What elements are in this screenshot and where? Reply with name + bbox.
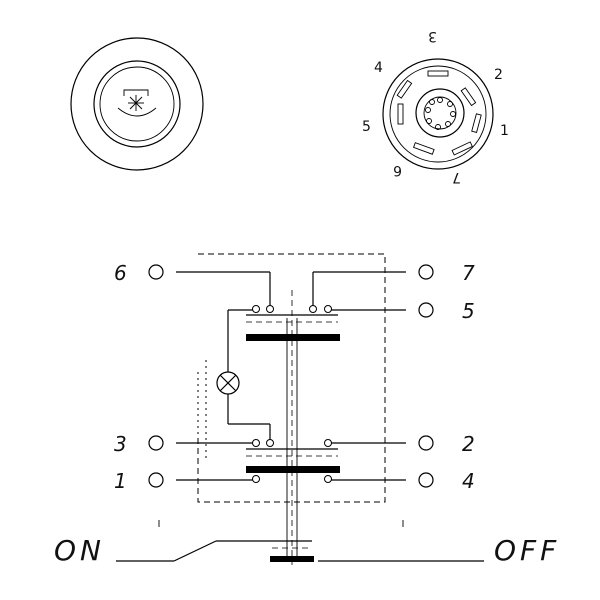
terminal-labels: 6 7 5 3 2 1 4 xyxy=(114,261,475,493)
star-symbol-icon xyxy=(128,95,144,111)
terminal-5 xyxy=(418,302,434,318)
upper-contact-set xyxy=(176,271,406,372)
terminal-3 xyxy=(148,435,164,451)
switch-front-view xyxy=(70,37,204,171)
pin-label: 1 xyxy=(500,123,509,139)
pin-label: 2 xyxy=(494,67,503,83)
pin-label: 7 xyxy=(452,169,461,185)
terminal-label-7: 7 xyxy=(462,261,475,285)
front-outer-ring xyxy=(70,37,204,171)
terminal-2 xyxy=(418,435,434,451)
connector-inner-ring xyxy=(389,65,487,163)
on-off-actuator xyxy=(116,540,484,562)
switch-housing-outline xyxy=(197,253,386,503)
front-cap-arc xyxy=(117,107,157,117)
terminal-1 xyxy=(148,472,164,488)
front-cap-bracket xyxy=(123,89,149,96)
actuator-bar xyxy=(270,556,314,562)
pin-label: 4 xyxy=(374,60,383,76)
connector-hub-holes xyxy=(425,97,456,130)
terminal-label-6: 6 xyxy=(114,261,127,285)
mounting-hint-marks xyxy=(158,520,404,527)
lower-contact-bridge xyxy=(246,466,340,473)
connector-center-hub xyxy=(415,88,465,138)
connector-outer-ring xyxy=(382,58,494,170)
schematic-terminals xyxy=(148,264,434,488)
connector-pin-labels: 3 2 4 5 1 6 7 xyxy=(362,28,509,185)
connector-pin-view: 3 2 4 5 1 6 7 xyxy=(362,28,509,185)
terminal-label-4: 4 xyxy=(462,469,475,493)
switch-schematic: 6 7 5 3 2 1 4 ON OFF xyxy=(54,253,560,567)
terminal-label-5: 5 xyxy=(462,299,475,323)
front-middle-ring xyxy=(93,60,181,148)
lower-contact-set xyxy=(176,439,406,473)
terminal-label-1: 1 xyxy=(114,469,127,493)
pin-label: 6 xyxy=(393,162,402,178)
lamp-icon xyxy=(216,371,271,442)
actuator-shaft xyxy=(286,290,298,565)
terminal-label-3: 3 xyxy=(114,432,127,456)
off-label: OFF xyxy=(494,534,560,567)
terminal-6 xyxy=(148,264,164,280)
on-label: ON xyxy=(54,534,105,567)
upper-contact-bridge xyxy=(246,334,340,341)
terminal-label-2: 2 xyxy=(462,432,475,456)
terminal-7 xyxy=(418,264,434,280)
front-inner-ring xyxy=(99,66,175,142)
bottom-contact-set xyxy=(176,475,406,483)
connector-contact-slots xyxy=(396,70,482,156)
pin-label: 5 xyxy=(362,119,371,135)
pin-label: 3 xyxy=(428,28,437,44)
terminal-4 xyxy=(418,472,434,488)
